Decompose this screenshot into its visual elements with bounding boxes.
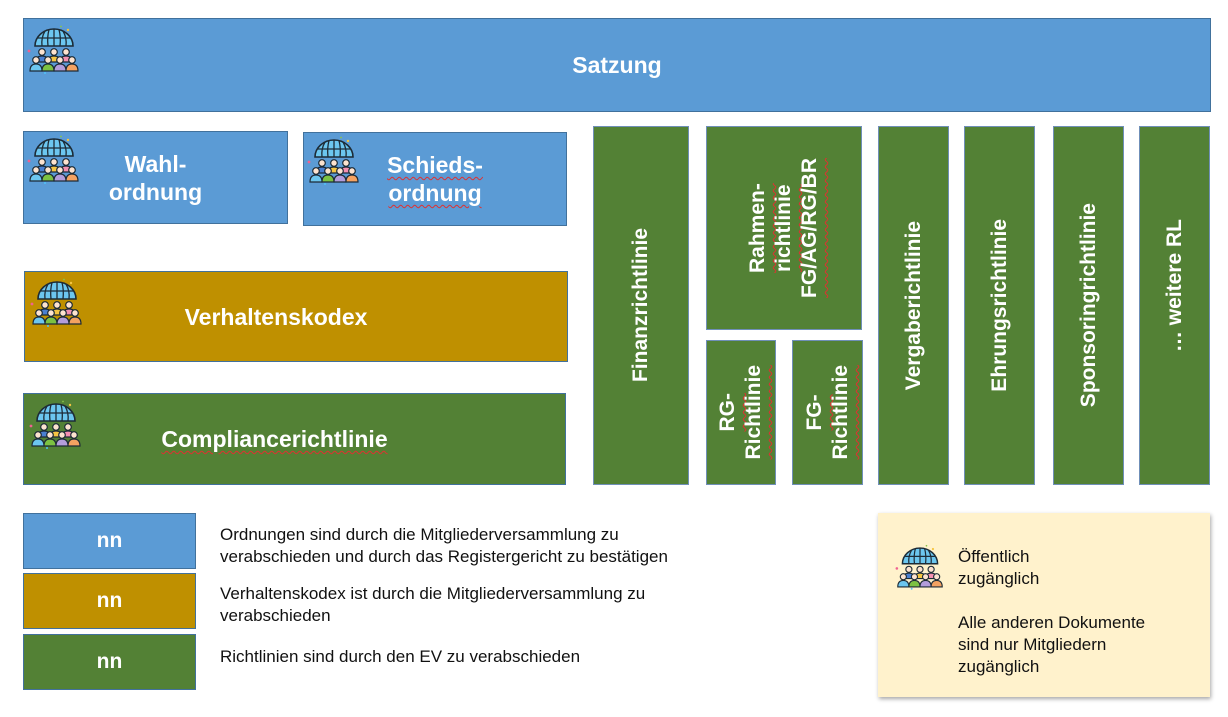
verhaltenskodex-label: Verhaltenskodex (184, 303, 368, 330)
satzung-label: Satzung (572, 52, 662, 78)
legend-swatch-richtlinien: nn (23, 634, 196, 690)
public-access-text: Öffentlich zugänglich (958, 547, 1040, 588)
fg-richtlinie-label: FG- Richtlinie (802, 365, 852, 460)
members-access-text: Alle anderen Dokumente sind nur Mitglied… (958, 613, 1146, 676)
sponsoringrichtlinie-box: Sponsoringrichtlinie (1053, 126, 1124, 485)
globe-people-icon (307, 136, 361, 186)
ehrungsrichtlinie-box: Ehrungsrichtlinie (964, 126, 1035, 485)
legend-text-richtlinien: Richtlinien sind durch den EV zu verabsc… (220, 647, 581, 666)
rg-richtlinie-box: RG- Richtlinie (706, 340, 776, 485)
wahlordnung-label: Wahl- ordnung (108, 150, 203, 205)
wahlordnung-box: Wahl- ordnung (23, 131, 288, 224)
schiedsordnung-label: Schieds- ordnung (387, 152, 483, 206)
compliancerichtlinie-label: Compliancerichtlinie (161, 426, 388, 452)
legend-swatch-label: nn (96, 650, 123, 673)
globe-people-icon (27, 135, 81, 185)
legend-swatch-kodex: nn (23, 573, 196, 629)
weitere-rl-box: … weitere RL (1139, 126, 1210, 485)
vergaberichtlinie-label: Vergaberichtlinie (901, 220, 925, 391)
globe-people-icon (895, 544, 945, 591)
legend-swatch-label: nn (96, 589, 123, 612)
ehrungsrichtlinie-label: Ehrungsrichtlinie (987, 219, 1011, 392)
satzung-box: Satzung (23, 18, 1211, 112)
weitere-rl-label: … weitere RL (1162, 218, 1186, 353)
compliancerichtlinie-box: Compliancerichtlinie (23, 393, 566, 485)
fg-richtlinie-box: FG- Richtlinie (792, 340, 863, 485)
rg-richtlinie-label: RG- Richtlinie (716, 365, 765, 460)
globe-people-icon (30, 278, 84, 328)
vergaberichtlinie-box: Vergaberichtlinie (878, 126, 949, 485)
finanzrichtlinie-box: Finanzrichtlinie (593, 126, 689, 485)
legend-swatch-label: nn (96, 529, 123, 552)
access-info-box: Öffentlich zugänglich Alle anderen Dokum… (878, 513, 1210, 697)
legend-text-ordnungen: Ordnungen sind durch die Mitgliederversa… (220, 525, 668, 566)
legend-text-kodex: Verhaltenskodex ist durch die Mitglieder… (220, 584, 646, 625)
legend-swatch-ordnungen: nn (23, 513, 196, 569)
finanzrichtlinie-label: Finanzrichtlinie (629, 228, 652, 383)
sponsoringrichtlinie-label: Sponsoringrichtlinie (1076, 203, 1100, 408)
rahmenrichtlinie-box: Rahmen- richtlinie FG/AG/RG/BR (706, 126, 862, 330)
verhaltenskodex-box: Verhaltenskodex (24, 271, 568, 362)
globe-people-icon (29, 400, 83, 450)
rahmenrichtlinie-label: Rahmen- richtlinie FG/AG/RG/BR (746, 158, 821, 298)
globe-people-icon (27, 25, 81, 75)
schiedsordnung-box: Schieds- ordnung (303, 132, 567, 226)
